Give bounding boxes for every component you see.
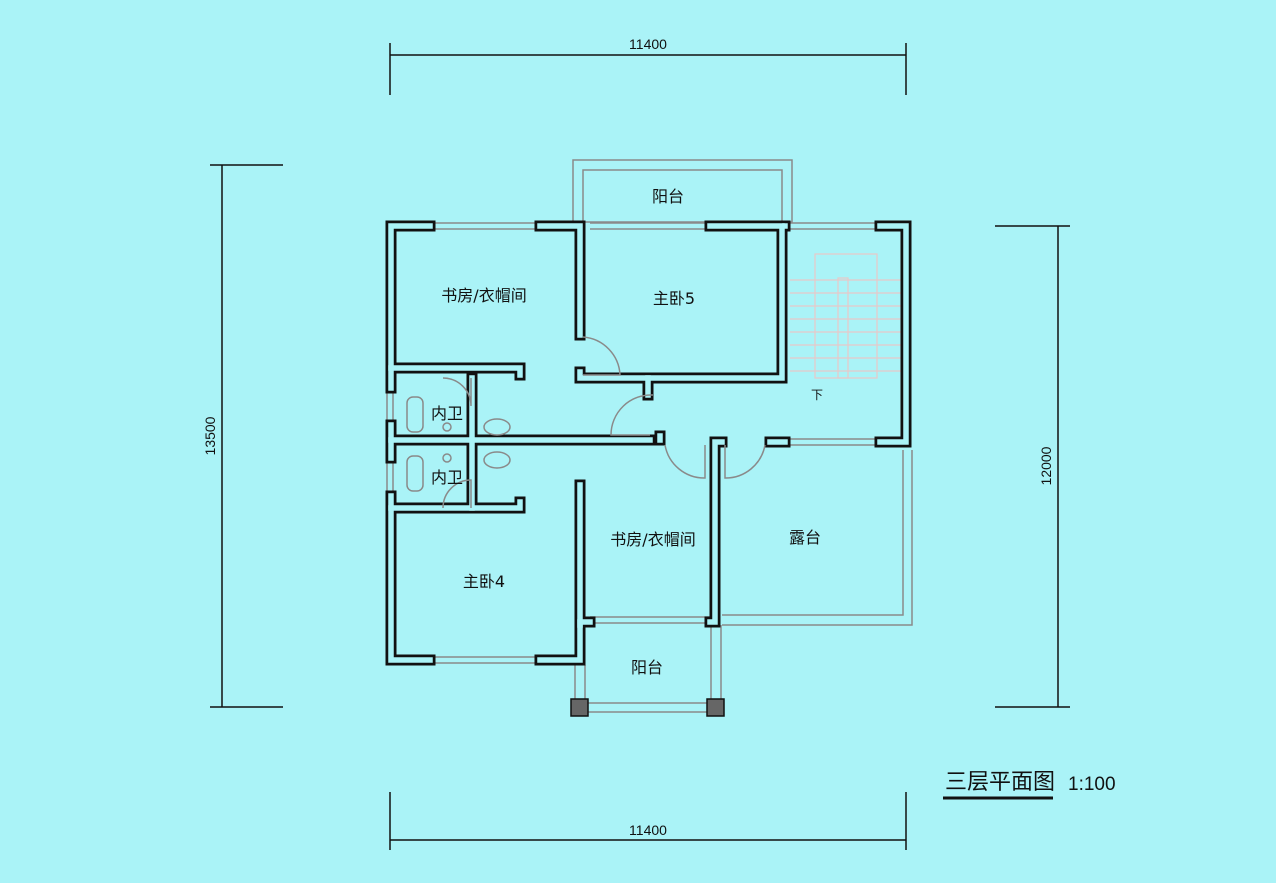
wall-segment [388,365,523,378]
room-label-bath-lower: 内卫 [431,468,463,487]
bathtub-lower [406,455,424,492]
wall-segment [537,482,583,663]
dimension-left-label: 13500 [202,416,218,455]
dimension-left: 13500 [202,164,283,708]
wall-segment [577,223,785,381]
wall-segment [537,223,583,338]
drawing-scale: 1:100 [1068,774,1116,795]
room-label-balcony-top: 阳台 [652,187,684,206]
wall-segment [877,223,909,445]
terrace-rail [722,450,913,626]
toilet-lower [442,453,452,463]
room-label-balcony-bottom: 阳台 [631,658,663,677]
room-label-master4: 主卧4 [463,572,505,591]
door-study-bottom [664,444,706,479]
door-bath-upper [442,377,472,407]
sink-upper [483,418,511,436]
windows [386,222,880,664]
room-label-terrace: 露台 [789,528,821,547]
dimension-top-label: 11400 [629,36,667,52]
doors [442,336,766,509]
wall-segment [388,499,523,511]
door-master5 [582,336,621,376]
room-label-study-bottom: 书房/衣帽间 [610,530,695,549]
wall-segment [388,223,433,391]
dimension-bottom: 11400 [389,792,907,850]
dimension-top: 11400 [389,36,907,95]
walls [385,220,912,666]
dimension-right-label: 12000 [1038,446,1054,485]
sink-lower [483,451,511,469]
wall-segment [707,439,725,625]
stairs-down-label: 下 [811,388,823,402]
drawing-title: 三层平面图 [945,770,1055,795]
dimension-bottom-label: 11400 [629,822,667,838]
staircase [790,253,903,379]
balcony-bottom-rail [570,625,725,717]
dimension-right: 12000 [995,225,1070,708]
wall-segment [388,493,433,663]
wall-segment [534,479,586,666]
door-bath-lower [442,479,472,509]
wall-segment [534,220,586,341]
wall-segment [385,490,436,666]
column-right [706,698,725,717]
column-left [570,698,589,717]
room-label-bath-upper: 内卫 [431,404,463,423]
room-label-study-top: 书房/衣帽间 [441,286,526,305]
room-label-master5: 主卧5 [653,289,695,308]
wall-segment [577,619,593,628]
door-corridor [610,394,654,436]
bathtub-upper [406,396,424,433]
wall-segment [874,220,912,448]
toilet-upper [442,422,452,432]
balcony-top-rail [572,159,793,223]
door-terrace [724,444,766,479]
